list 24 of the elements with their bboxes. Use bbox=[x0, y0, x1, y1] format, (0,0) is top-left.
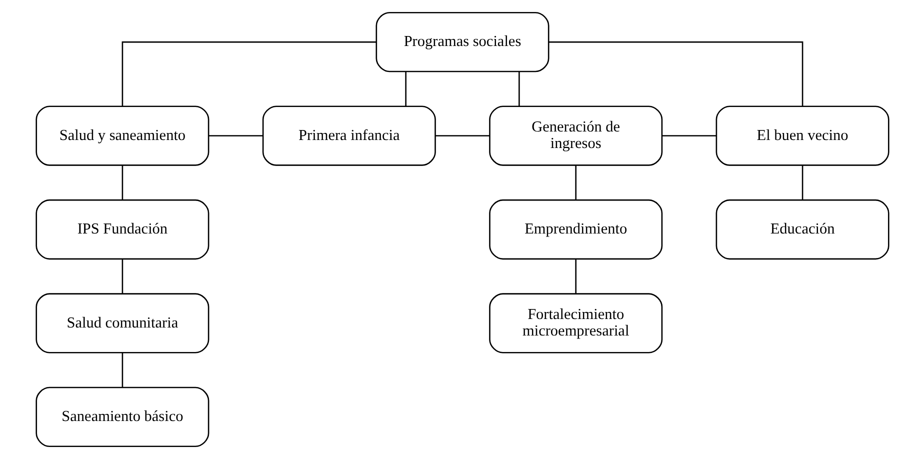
connector bbox=[662, 135, 716, 136]
connector bbox=[518, 72, 520, 106]
node-box: Emprendimiento bbox=[488, 199, 662, 260]
node-box: Salud comunitaria bbox=[35, 293, 209, 354]
node-box: Saneamiento básico bbox=[35, 386, 209, 448]
node-box: Generación de ingresos bbox=[488, 106, 662, 166]
connector bbox=[574, 165, 576, 200]
connector bbox=[121, 165, 123, 200]
connector bbox=[801, 165, 803, 200]
node-box: Primera infancia bbox=[262, 106, 436, 166]
node-box: El buen vecino bbox=[715, 106, 889, 166]
node-box: Educación bbox=[715, 199, 889, 260]
connector bbox=[121, 352, 123, 388]
connector bbox=[121, 41, 376, 106]
connector bbox=[121, 259, 123, 294]
connector bbox=[548, 41, 803, 106]
connector bbox=[208, 135, 263, 136]
connector bbox=[435, 135, 490, 136]
node-box: Salud y saneamiento bbox=[35, 106, 209, 166]
node-box: Programas sociales bbox=[375, 12, 549, 72]
node-box: Fortalecimiento microempresarial bbox=[488, 293, 662, 354]
connector bbox=[574, 259, 576, 294]
connector bbox=[404, 72, 406, 106]
node-box: IPS Fundación bbox=[35, 199, 209, 260]
